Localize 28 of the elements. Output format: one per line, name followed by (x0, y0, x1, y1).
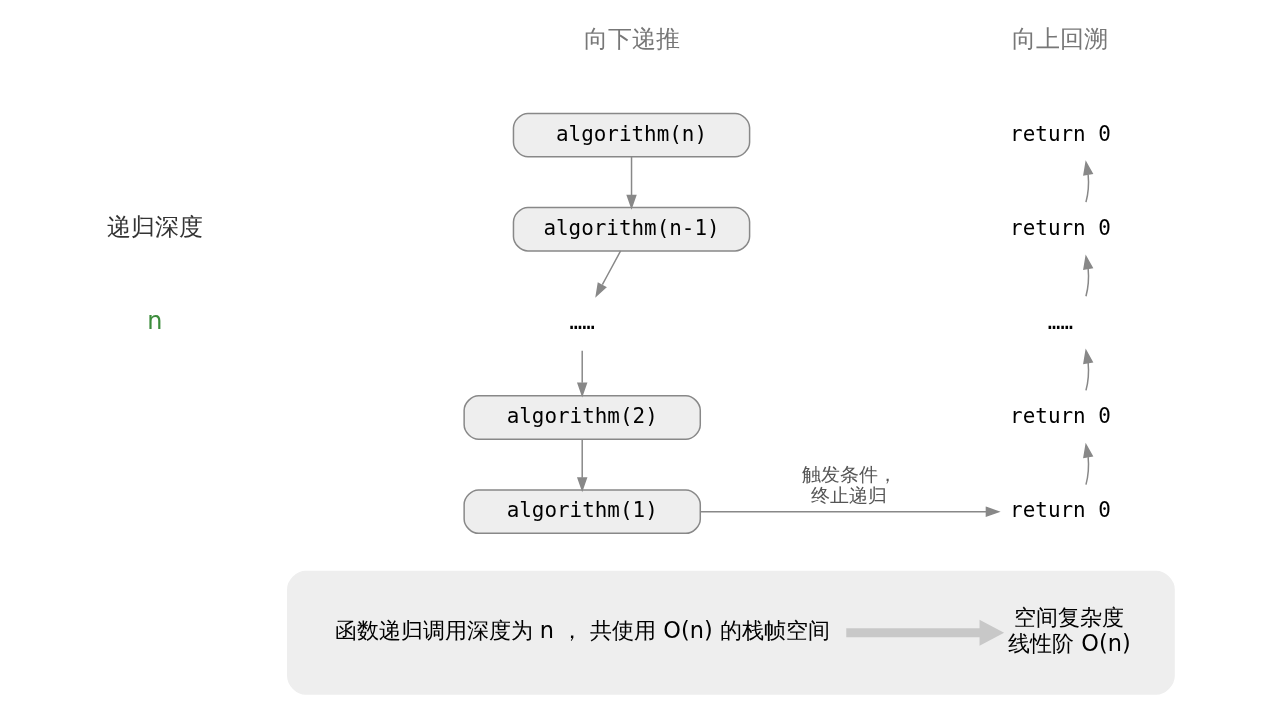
node-box: algorithm(1) (462, 489, 701, 535)
node-text: …… (569, 309, 595, 334)
arrow (576, 350, 587, 398)
node-text: return 0 (1009, 215, 1111, 240)
label: 递归深度 (106, 212, 203, 241)
node-box: algorithm(n) (512, 112, 750, 158)
node-text: return 0 (1009, 498, 1111, 523)
arrow (845, 619, 1004, 646)
label: n (146, 307, 162, 336)
arrow (594, 250, 621, 298)
arrow (1082, 160, 1093, 203)
label: 向上回溯 (1011, 24, 1108, 53)
arrow (1082, 348, 1093, 392)
arrow (1082, 442, 1093, 486)
cluster (286, 570, 1175, 695)
node-text: return 0 (1009, 121, 1111, 146)
arrow (576, 438, 587, 493)
arrow (625, 156, 637, 210)
label: 向下递推 (583, 24, 680, 53)
node-text: return 0 (1009, 404, 1111, 429)
node-text: 函数递归调用深度为 n ， 共使用 O(n) 的栈帧空间 (334, 616, 830, 643)
arrow (1082, 254, 1093, 297)
node-box: algorithm(n-1) (512, 206, 750, 252)
edge-label: 触发条件，终止递归 (801, 462, 897, 507)
node-text: …… (1047, 309, 1073, 334)
arrow (699, 506, 1001, 517)
node-box: algorithm(2) (462, 395, 701, 440)
node-text: 空间复杂度 线性阶 O(n) (1007, 604, 1131, 656)
